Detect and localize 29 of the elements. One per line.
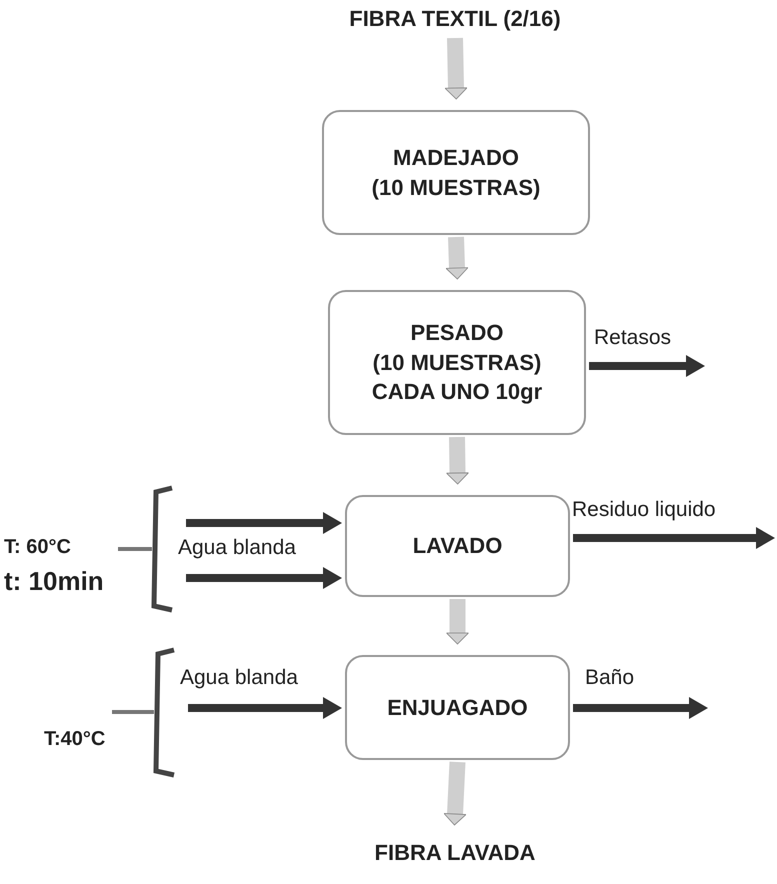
process-box [322, 110, 590, 235]
step-title: ENJUAGADO [387, 694, 528, 722]
arrow [573, 697, 708, 719]
condition-label: T:40°C [44, 728, 106, 751]
step-title: MADEJADO [393, 144, 519, 172]
arrow [446, 236, 468, 280]
arrow [444, 38, 468, 100]
arrow [444, 762, 466, 826]
flow-label: FIBRA LAVADA [374, 839, 536, 868]
condition-label: t: 10min [4, 566, 104, 597]
arrow [446, 436, 469, 484]
edge-label: Agua blanda [176, 536, 298, 560]
process-box [328, 290, 586, 435]
step-note: CADA UNO 10gr [372, 378, 542, 406]
step-note: (10 MUESTRAS) [372, 174, 540, 202]
arrow [446, 599, 469, 644]
arrow [186, 512, 342, 534]
step-note: (10 MUESTRAS) [372, 348, 542, 377]
condition-label: T: 60°C [4, 536, 71, 559]
arrow [186, 567, 342, 589]
process-box [345, 495, 570, 597]
process-box [345, 655, 570, 760]
step-title: PESADO [410, 318, 504, 347]
flow-label: FIBRA TEXTIL (2/16) [349, 5, 561, 34]
arrow [573, 527, 775, 549]
arrow [188, 697, 342, 719]
step-title: LAVADO [412, 532, 502, 560]
edge-label: Agua blanda [178, 666, 300, 690]
arrow [589, 355, 705, 377]
